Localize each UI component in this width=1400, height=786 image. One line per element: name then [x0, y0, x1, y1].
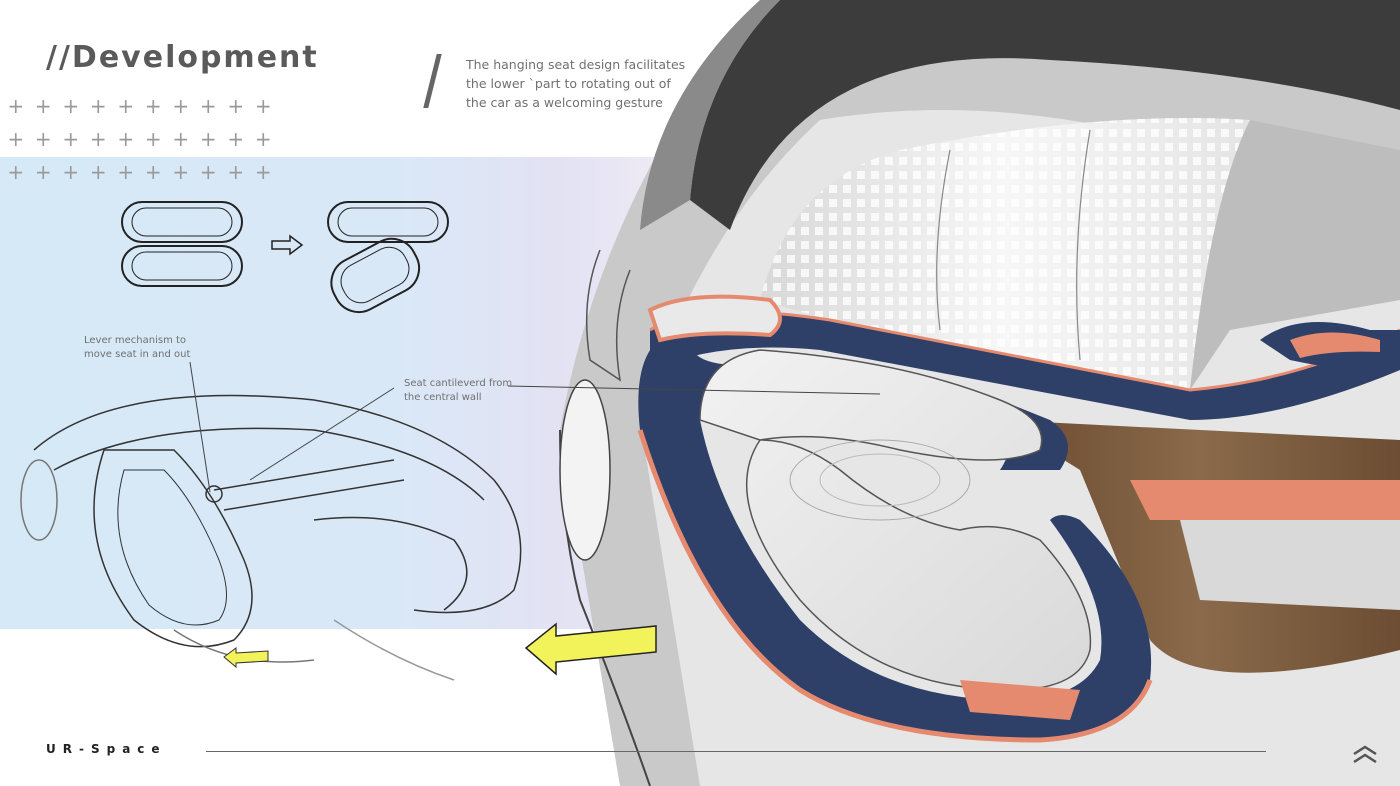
footer-divider — [206, 751, 1266, 752]
design-description: The hanging seat design facilitates the … — [466, 57, 686, 110]
project-name: UR-Space — [46, 742, 167, 756]
brand-chevron-icon — [1353, 745, 1377, 764]
page-title: //Development — [46, 40, 319, 75]
transition-arrow-icon — [271, 234, 304, 256]
seat-mechanism-sketch — [20, 394, 522, 681]
blue-background-panel — [0, 157, 660, 629]
seat-top-view-sketch — [121, 201, 449, 314]
yellow-arrow-icon — [524, 622, 657, 676]
annotation-seat-cantilever: Seat cantileverd from the central wall — [404, 378, 513, 403]
annotation-lever-mechanism: Lever mechanism to move seat in and out — [84, 335, 191, 360]
plus-grid-decoration: ++++++++++ ++++++++++ ++++++++++ — [7, 94, 272, 184]
small-yellow-arrow-icon — [223, 647, 269, 669]
